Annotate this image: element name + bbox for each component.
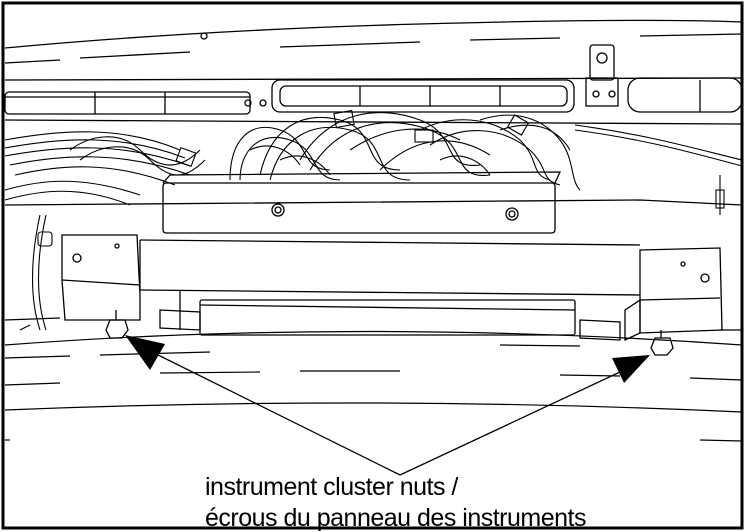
- cluster-cover-plate: [162, 182, 556, 234]
- caption-line-english: instrument cluster nuts /: [205, 473, 458, 501]
- caption-line-french: écrous du panneau des instruments: [205, 504, 586, 532]
- dashboard-top: [4, 19, 743, 81]
- cluster-housing: [4, 171, 743, 341]
- vent-slots: [4, 77, 743, 125]
- instrument-cluster-nut-right: [650, 330, 674, 356]
- leader-lines: [139, 345, 636, 476]
- left-bracket: [61, 234, 141, 321]
- instrument-cluster-nut-left: [105, 310, 129, 339]
- arrowhead-right: [612, 355, 650, 383]
- wire-harness: [4, 109, 743, 331]
- mounting-bracket-top: [585, 44, 619, 107]
- arrowhead-left: [125, 335, 165, 370]
- right-bracket: [624, 247, 723, 342]
